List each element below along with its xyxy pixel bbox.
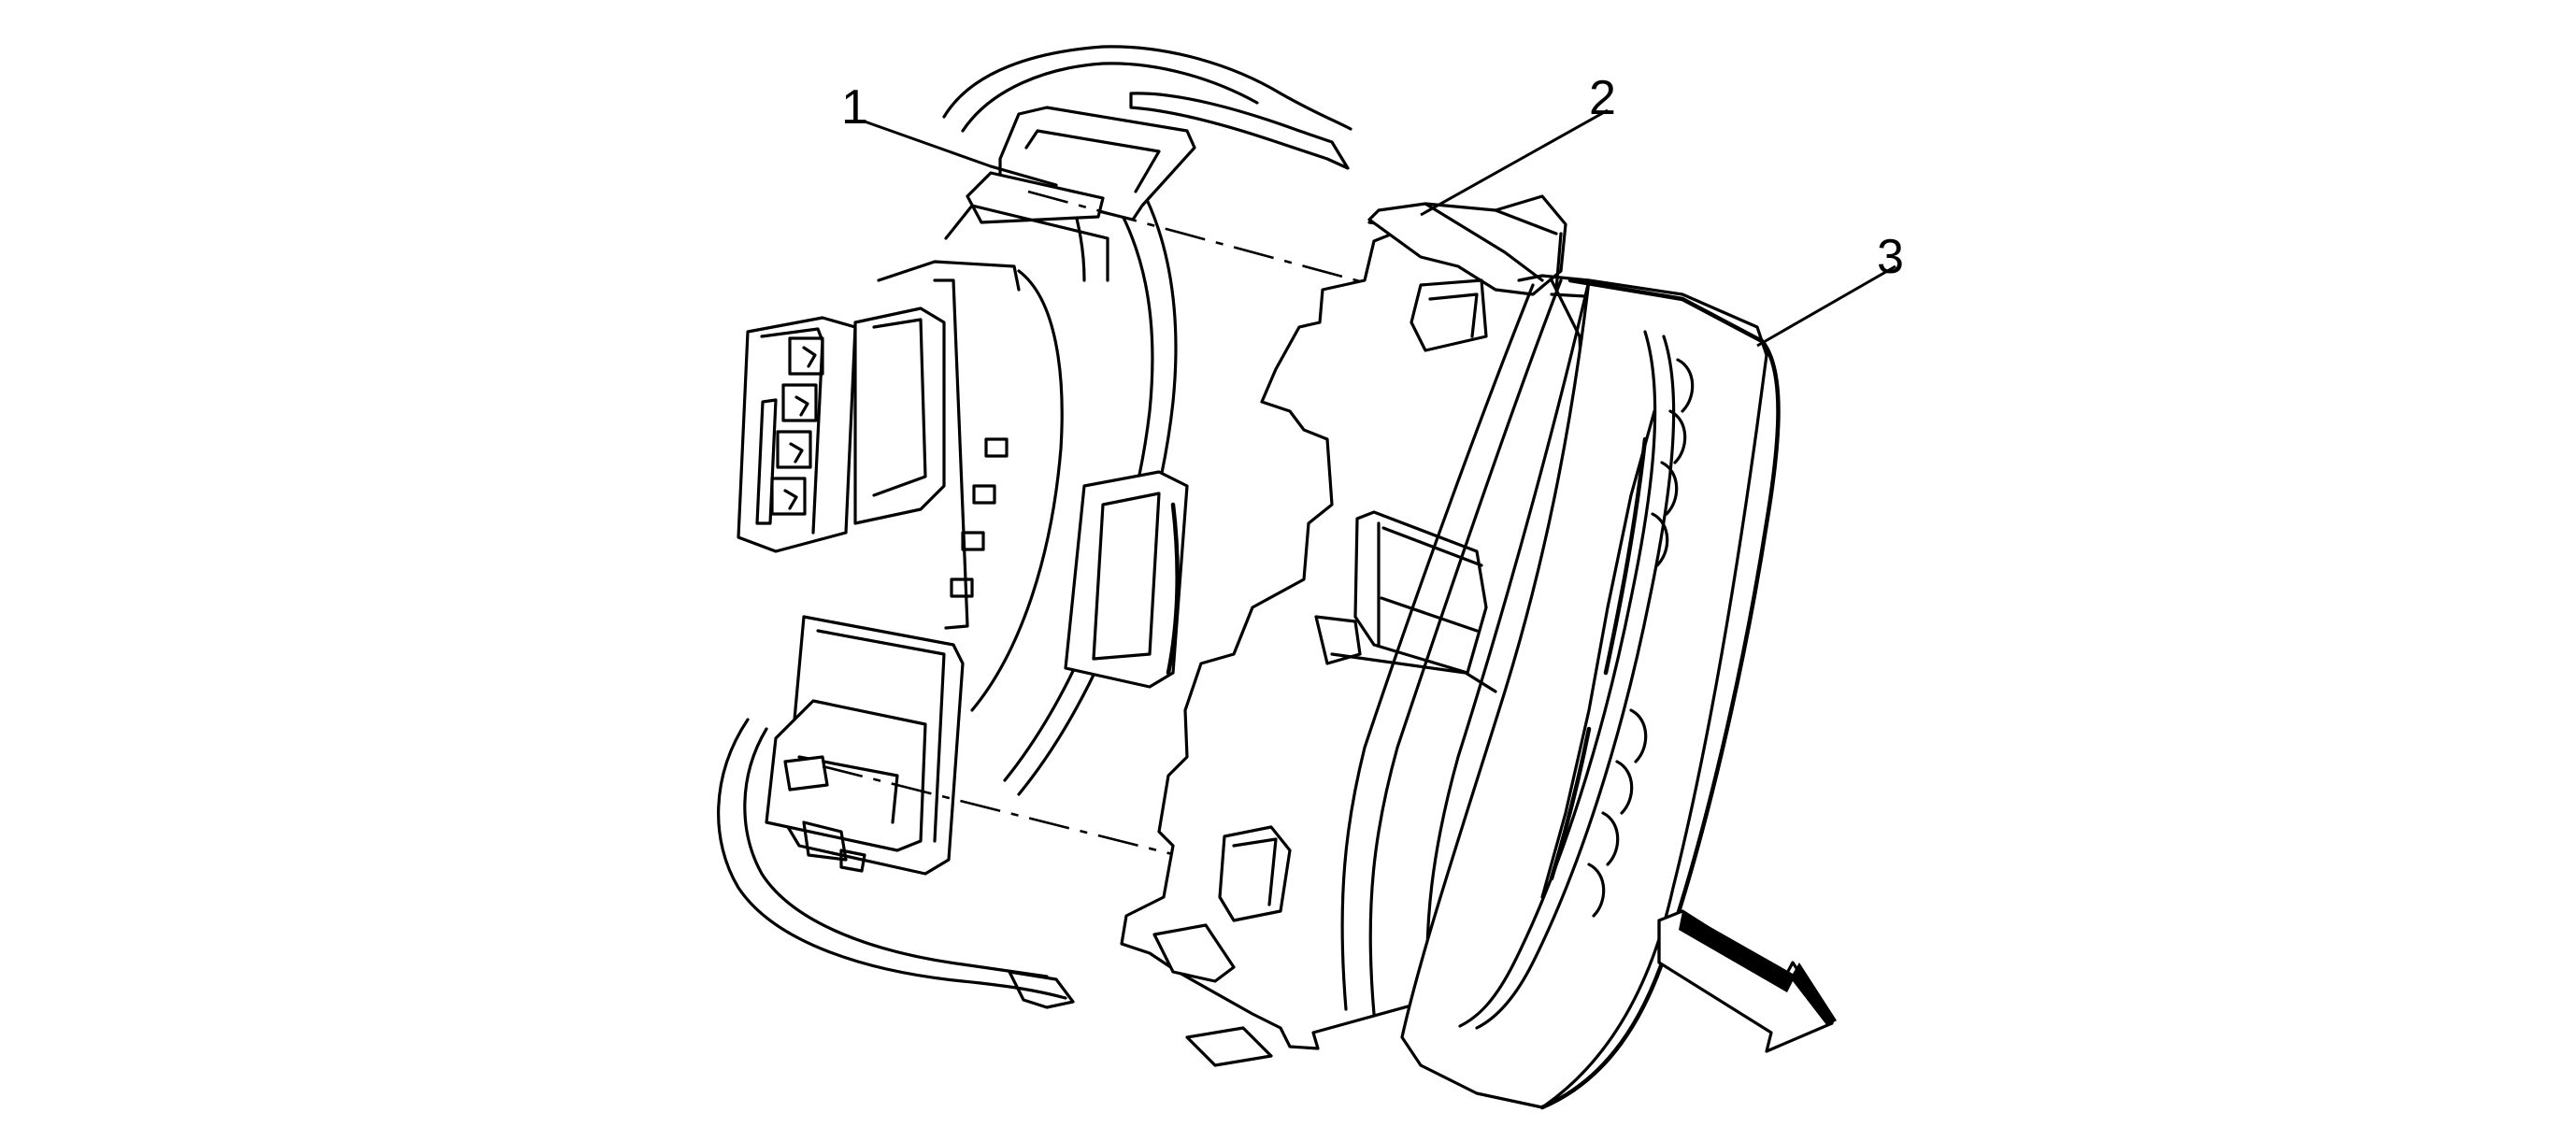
- callout-label-2: 2: [1589, 71, 1616, 125]
- callout-label-1: 1: [841, 80, 868, 135]
- direction-arrow-icon: [1657, 909, 1837, 1053]
- switch-module: [1120, 194, 1781, 1110]
- connector-bracket: [717, 45, 1352, 1009]
- callout-label-3: 3: [1877, 230, 1904, 284]
- callout-leaders: [864, 108, 1896, 348]
